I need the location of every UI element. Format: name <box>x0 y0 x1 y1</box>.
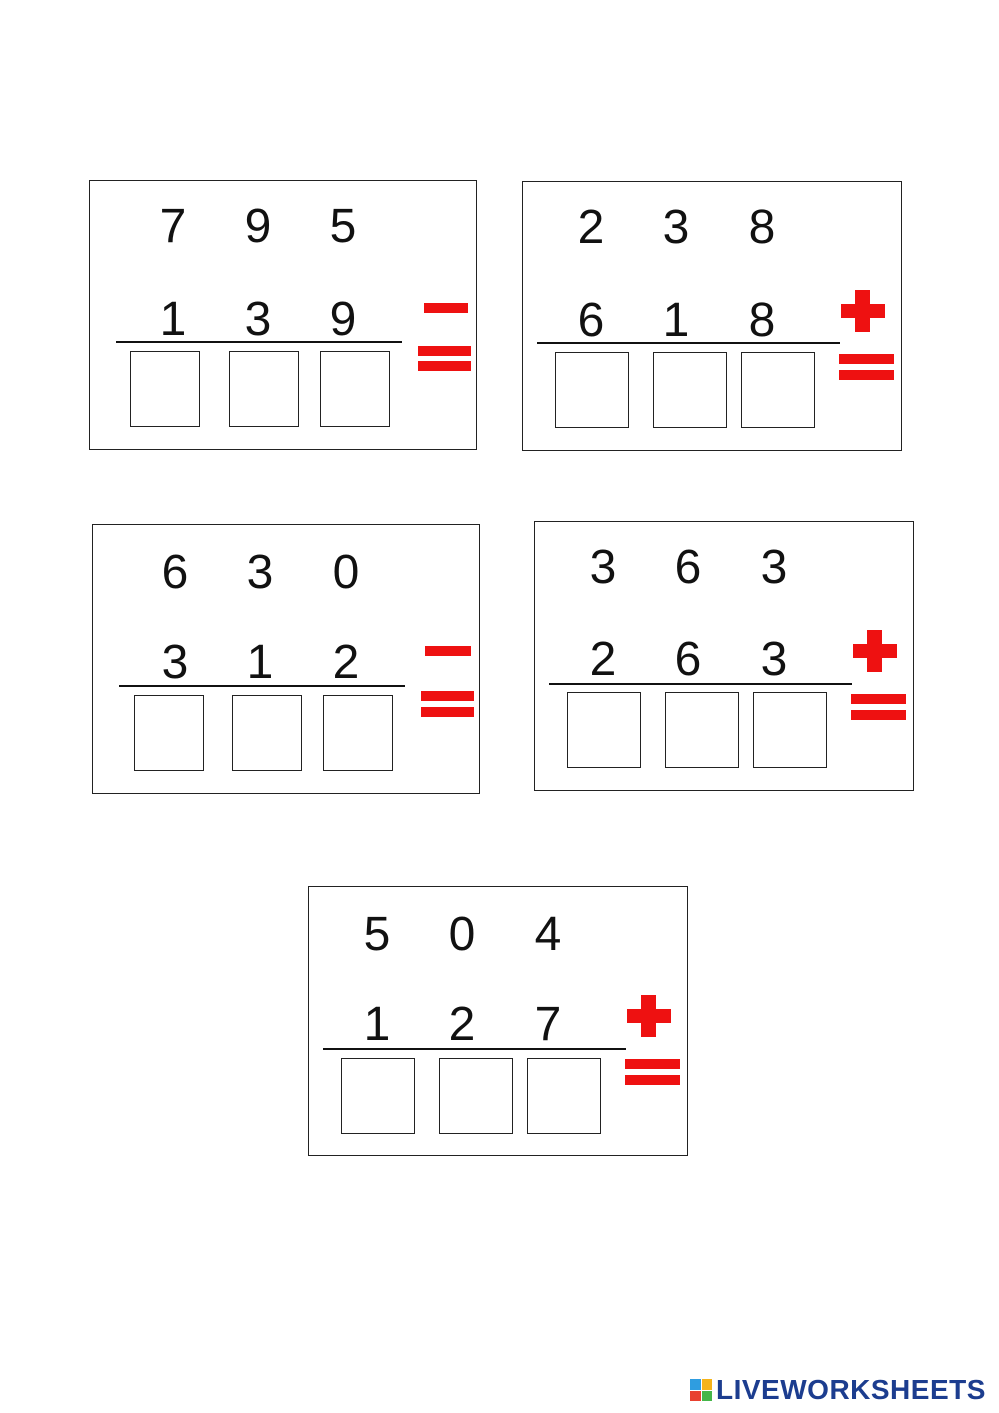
answer-box-ones[interactable] <box>741 352 815 428</box>
equals-icon <box>421 691 475 721</box>
bottom-digit-tens: 2 <box>448 998 476 1051</box>
answer-box-ones[interactable] <box>323 695 393 771</box>
answer-box-ones[interactable] <box>320 351 390 427</box>
bottom-digit-tens: 1 <box>662 294 690 347</box>
top-digit-hundreds: 7 <box>159 200 187 253</box>
answer-box-hundreds[interactable] <box>555 352 629 428</box>
answer-box-tens[interactable] <box>653 352 727 428</box>
sum-line <box>323 1048 626 1050</box>
answer-box-tens[interactable] <box>232 695 302 771</box>
answer-box-hundreds[interactable] <box>134 695 204 771</box>
plus-icon <box>627 995 671 1037</box>
exercise-card-1: 7 9 5 1 3 9 <box>89 180 477 450</box>
bottom-digit-hundreds: 3 <box>161 636 189 689</box>
bottom-digit-hundreds: 1 <box>363 998 391 1051</box>
exercise-card-5: 5 0 4 1 2 7 <box>308 886 688 1156</box>
answer-box-tens[interactable] <box>439 1058 513 1134</box>
top-digit-tens: 0 <box>448 908 476 961</box>
bottom-digit-tens: 1 <box>246 636 274 689</box>
bottom-digit-ones: 7 <box>534 998 562 1051</box>
bottom-digit-hundreds: 6 <box>577 294 605 347</box>
bottom-digit-ones: 8 <box>748 294 776 347</box>
top-digit-ones: 4 <box>534 908 562 961</box>
bottom-digit-ones: 2 <box>332 636 360 689</box>
bottom-digit-hundreds: 1 <box>159 293 187 346</box>
equals-icon <box>839 354 895 384</box>
minus-icon <box>420 299 472 375</box>
bottom-digit-tens: 6 <box>674 633 702 686</box>
answer-box-hundreds[interactable] <box>341 1058 415 1134</box>
top-digit-hundreds: 2 <box>577 201 605 254</box>
answer-box-ones[interactable] <box>527 1058 601 1134</box>
answer-box-tens[interactable] <box>665 692 739 768</box>
exercise-card-4: 3 6 3 2 6 3 <box>534 521 914 791</box>
plus-icon <box>841 290 885 332</box>
liveworksheets-logo-icon <box>690 1379 712 1401</box>
plus-icon <box>853 630 897 672</box>
sum-line <box>116 341 402 343</box>
top-digit-hundreds: 3 <box>589 541 617 594</box>
top-digit-ones: 5 <box>329 200 357 253</box>
top-digit-ones: 0 <box>332 546 360 599</box>
top-digit-hundreds: 6 <box>161 546 189 599</box>
equals-icon <box>625 1059 681 1089</box>
top-digit-tens: 3 <box>662 201 690 254</box>
answer-box-hundreds[interactable] <box>130 351 200 427</box>
top-digit-tens: 3 <box>246 546 274 599</box>
sum-line <box>549 683 852 685</box>
equals-icon <box>418 346 472 376</box>
answer-box-hundreds[interactable] <box>567 692 641 768</box>
bottom-digit-ones: 3 <box>760 633 788 686</box>
brand-name: LIVEWORKSHEETS <box>716 1374 986 1405</box>
sum-line <box>119 685 405 687</box>
bottom-digit-ones: 9 <box>329 293 357 346</box>
exercise-card-3: 6 3 0 3 1 2 <box>92 524 480 794</box>
liveworksheets-brand: LIVEWORKSHEETS <box>690 1374 986 1406</box>
bottom-digit-hundreds: 2 <box>589 633 617 686</box>
top-digit-hundreds: 5 <box>363 908 391 961</box>
top-digit-tens: 9 <box>244 200 272 253</box>
top-digit-ones: 8 <box>748 201 776 254</box>
answer-box-ones[interactable] <box>753 692 827 768</box>
top-digit-tens: 6 <box>674 541 702 594</box>
sum-line <box>537 342 840 344</box>
equals-icon <box>851 694 907 724</box>
exercise-card-2: 2 3 8 6 1 8 <box>522 181 902 451</box>
top-digit-ones: 3 <box>760 541 788 594</box>
bottom-digit-tens: 3 <box>244 293 272 346</box>
minus-icon <box>425 646 473 666</box>
answer-box-tens[interactable] <box>229 351 299 427</box>
